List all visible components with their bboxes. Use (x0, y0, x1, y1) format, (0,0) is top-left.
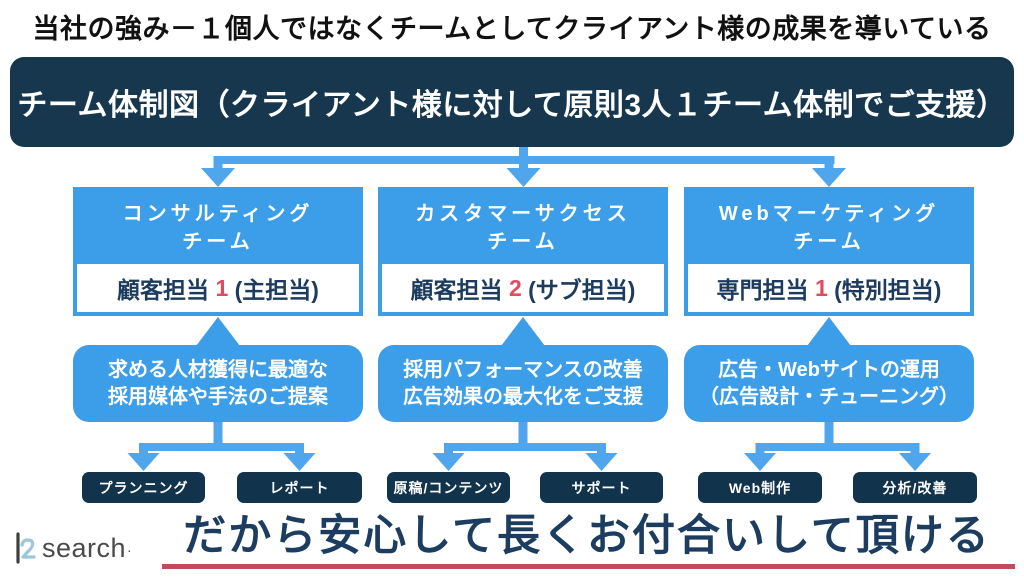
role-suffix: (サブ担当) (521, 277, 636, 303)
tagline-underline (162, 564, 1015, 569)
team-role: 顧客担当 1 (主担当) (77, 264, 359, 312)
function-chip-web-build: Web制作 (698, 472, 822, 503)
bubble-line1: 求める人材獲得に最適な (108, 358, 328, 381)
bubble-line1: 採用パフォーマンスの改善 (403, 358, 643, 381)
role-suffix: (特別担当) (827, 277, 942, 303)
footer-tagline: だから安心して長くお付合いして頂ける (183, 512, 991, 560)
description-bubble-web-marketing: 広告・Webサイトの運用 （広告設計・チューニング） (684, 317, 974, 422)
team-box-web-marketing: Webマーケティング チーム 専門担当 1 (特別担当) (684, 187, 974, 316)
bubble-line2: 採用媒体や手法のご提案 (108, 385, 328, 408)
banner-text: チーム体制図（クライアント様に対して原則3人１チーム体制でご支援） (17, 89, 1007, 122)
bubble-tail-icon (807, 317, 851, 346)
role-prefix: 顧客担当 (117, 277, 216, 303)
bubble-line2: 広告効果の最大化をご支援 (403, 385, 643, 408)
team-name: コンサルティング チーム (77, 191, 359, 264)
team-name-line2: チーム (793, 230, 865, 253)
function-chip-planning: プランニング (82, 472, 205, 503)
team-box-consulting: コンサルティング チーム 顧客担当 1 (主担当) (73, 187, 363, 316)
bubble-tail-icon (196, 317, 240, 346)
bubble-tail-icon (501, 317, 545, 346)
role-number: 1 (814, 274, 828, 301)
role-number: 1 (215, 274, 229, 301)
banner: チーム体制図（クライアント様に対して原則3人１チーム体制でご支援） (10, 57, 1014, 147)
team-role: 顧客担当 2 (サブ担当) (382, 264, 664, 312)
bsearch-logo-b-icon (16, 532, 36, 564)
description-bubble-customer-success: 採用パフォーマンスの改善 広告効果の最大化をご支援 (378, 317, 668, 422)
function-chip-report: レポート (237, 472, 362, 503)
bsearch-logo: search · (10, 531, 132, 565)
team-name-line1: カスタマーサクセス (415, 202, 631, 225)
team-name-line2: チーム (487, 230, 559, 253)
function-chip-content: 原稿/コンテンツ (387, 472, 510, 503)
team-name: カスタマーサクセス チーム (382, 191, 664, 264)
team-role: 専門担当 1 (特別担当) (688, 264, 970, 312)
page-title: 当社の強み－１個人ではなくチームとしてクライアント様の成果を導いている (32, 14, 992, 44)
role-prefix: 顧客担当 (410, 277, 509, 303)
bsearch-logo-text: search (42, 533, 127, 563)
role-prefix: 専門担当 (716, 277, 815, 303)
bsearch-logo-mark: · (127, 542, 132, 558)
team-name-line2: チーム (182, 230, 254, 253)
description-bubble-consulting: 求める人材獲得に最適な 採用媒体や手法のご提案 (73, 317, 363, 422)
team-box-customer-success: カスタマーサクセス チーム 顧客担当 2 (サブ担当) (378, 187, 668, 316)
function-chip-analysis: 分析/改善 (853, 472, 977, 503)
role-number: 2 (508, 274, 522, 301)
function-chip-support: サポート (540, 472, 663, 503)
team-name-line1: コンサルティング (122, 202, 314, 225)
role-suffix: (主担当) (228, 277, 319, 303)
team-name-line1: Webマーケティング (718, 202, 940, 225)
team-name: Webマーケティング チーム (688, 191, 970, 264)
bubble-line2: （広告設計・チューニング） (699, 385, 959, 408)
bubble-line1: 広告・Webサイトの運用 (718, 358, 940, 381)
